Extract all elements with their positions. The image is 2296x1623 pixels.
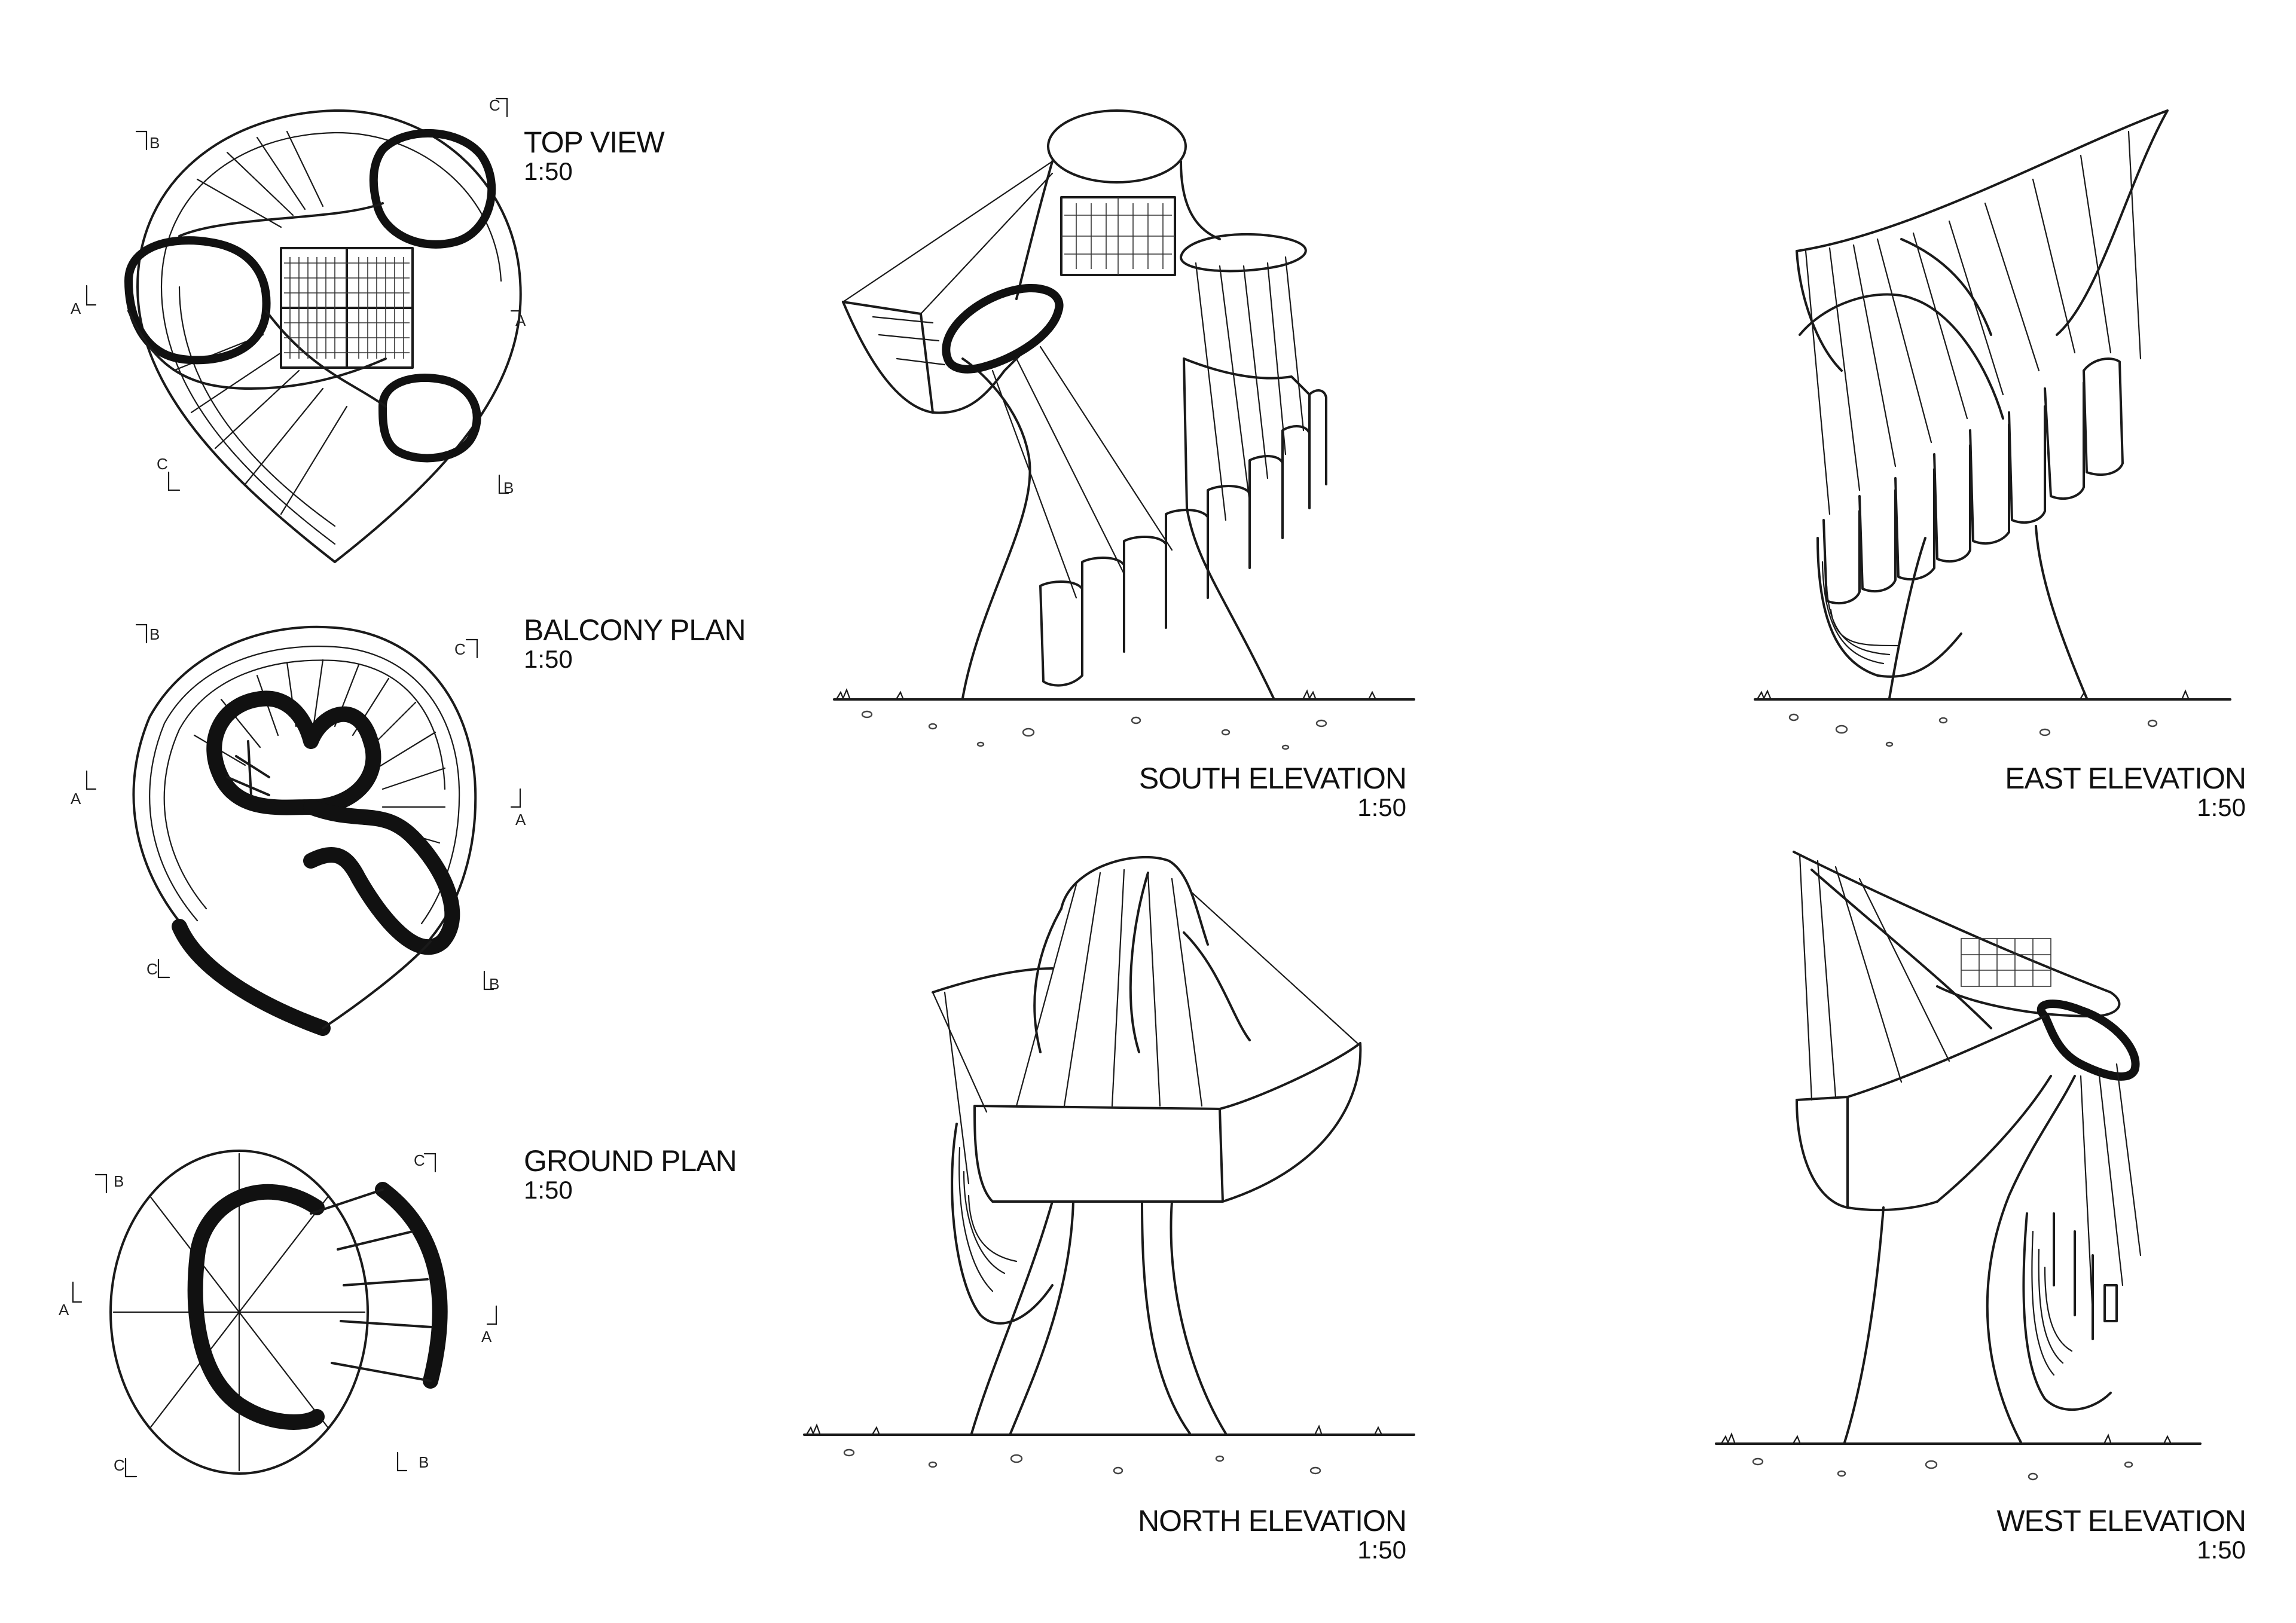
section-mark-c: C [114,1456,125,1474]
section-mark-a: A [59,1301,69,1319]
view-scale: 1:50 [524,1175,573,1204]
south-elevation-drawing [833,109,1415,750]
ground-plan-drawing: B C A A C B [59,1150,497,1478]
section-mark-c: C [454,640,466,658]
north-elevation-label: NORTH ELEVATION 1:50 [1138,1504,1407,1564]
section-mark-c: C [489,96,500,114]
east-elevation-drawing [1754,109,2231,747]
section-mark-b: B [503,479,514,497]
section-mark-a: A [515,811,526,829]
view-scale: 1:50 [524,157,573,185]
section-mark-b: B [149,134,160,152]
section-mark-c: C [157,455,168,473]
view-title: BALCONY PLAN [524,613,746,647]
section-mark-b: B [149,625,160,643]
south-elevation-label: SOUTH ELEVATION 1:50 [1138,762,1407,821]
view-title: WEST ELEVATION [1996,1504,2246,1538]
section-mark-a: A [515,311,526,329]
view-title: TOP VIEW [524,126,665,159]
view-scale: 1:50 [2197,1535,2246,1564]
view-scale: 1:50 [2197,793,2246,821]
balcony-plan-drawing: B C A A C B [71,623,526,1036]
view-title: GROUND PLAN [524,1144,737,1178]
west-elevation-drawing [1715,851,2202,1481]
section-mark-b: B [114,1172,124,1190]
section-mark-a: A [71,299,81,317]
view-scale: 1:50 [524,644,573,673]
top-view-label: TOP VIEW 1:50 [524,126,665,185]
north-elevation-drawing [803,855,1415,1475]
view-scale: 1:50 [1357,793,1406,821]
ground-plan-label: GROUND PLAN 1:50 [524,1145,737,1203]
view-title: EAST ELEVATION [2005,762,2246,795]
view-scale: 1:50 [1357,1535,1406,1564]
view-title: SOUTH ELEVATION [1138,762,1407,795]
top-view-drawing: B C A A C B [71,96,526,563]
section-mark-c: C [146,960,158,978]
east-elevation-label: EAST ELEVATION 1:50 [2005,763,2246,821]
west-elevation-label: WEST ELEVATION 1:50 [1996,1505,2246,1563]
section-mark-b: B [419,1453,429,1471]
view-title: NORTH ELEVATION [1138,1504,1407,1538]
section-mark-b: B [489,975,499,993]
section-mark-a: A [71,790,81,808]
section-mark-a: A [481,1328,492,1346]
balcony-plan-label: BALCONY PLAN 1:50 [524,615,746,673]
section-mark-c: C [414,1151,425,1169]
